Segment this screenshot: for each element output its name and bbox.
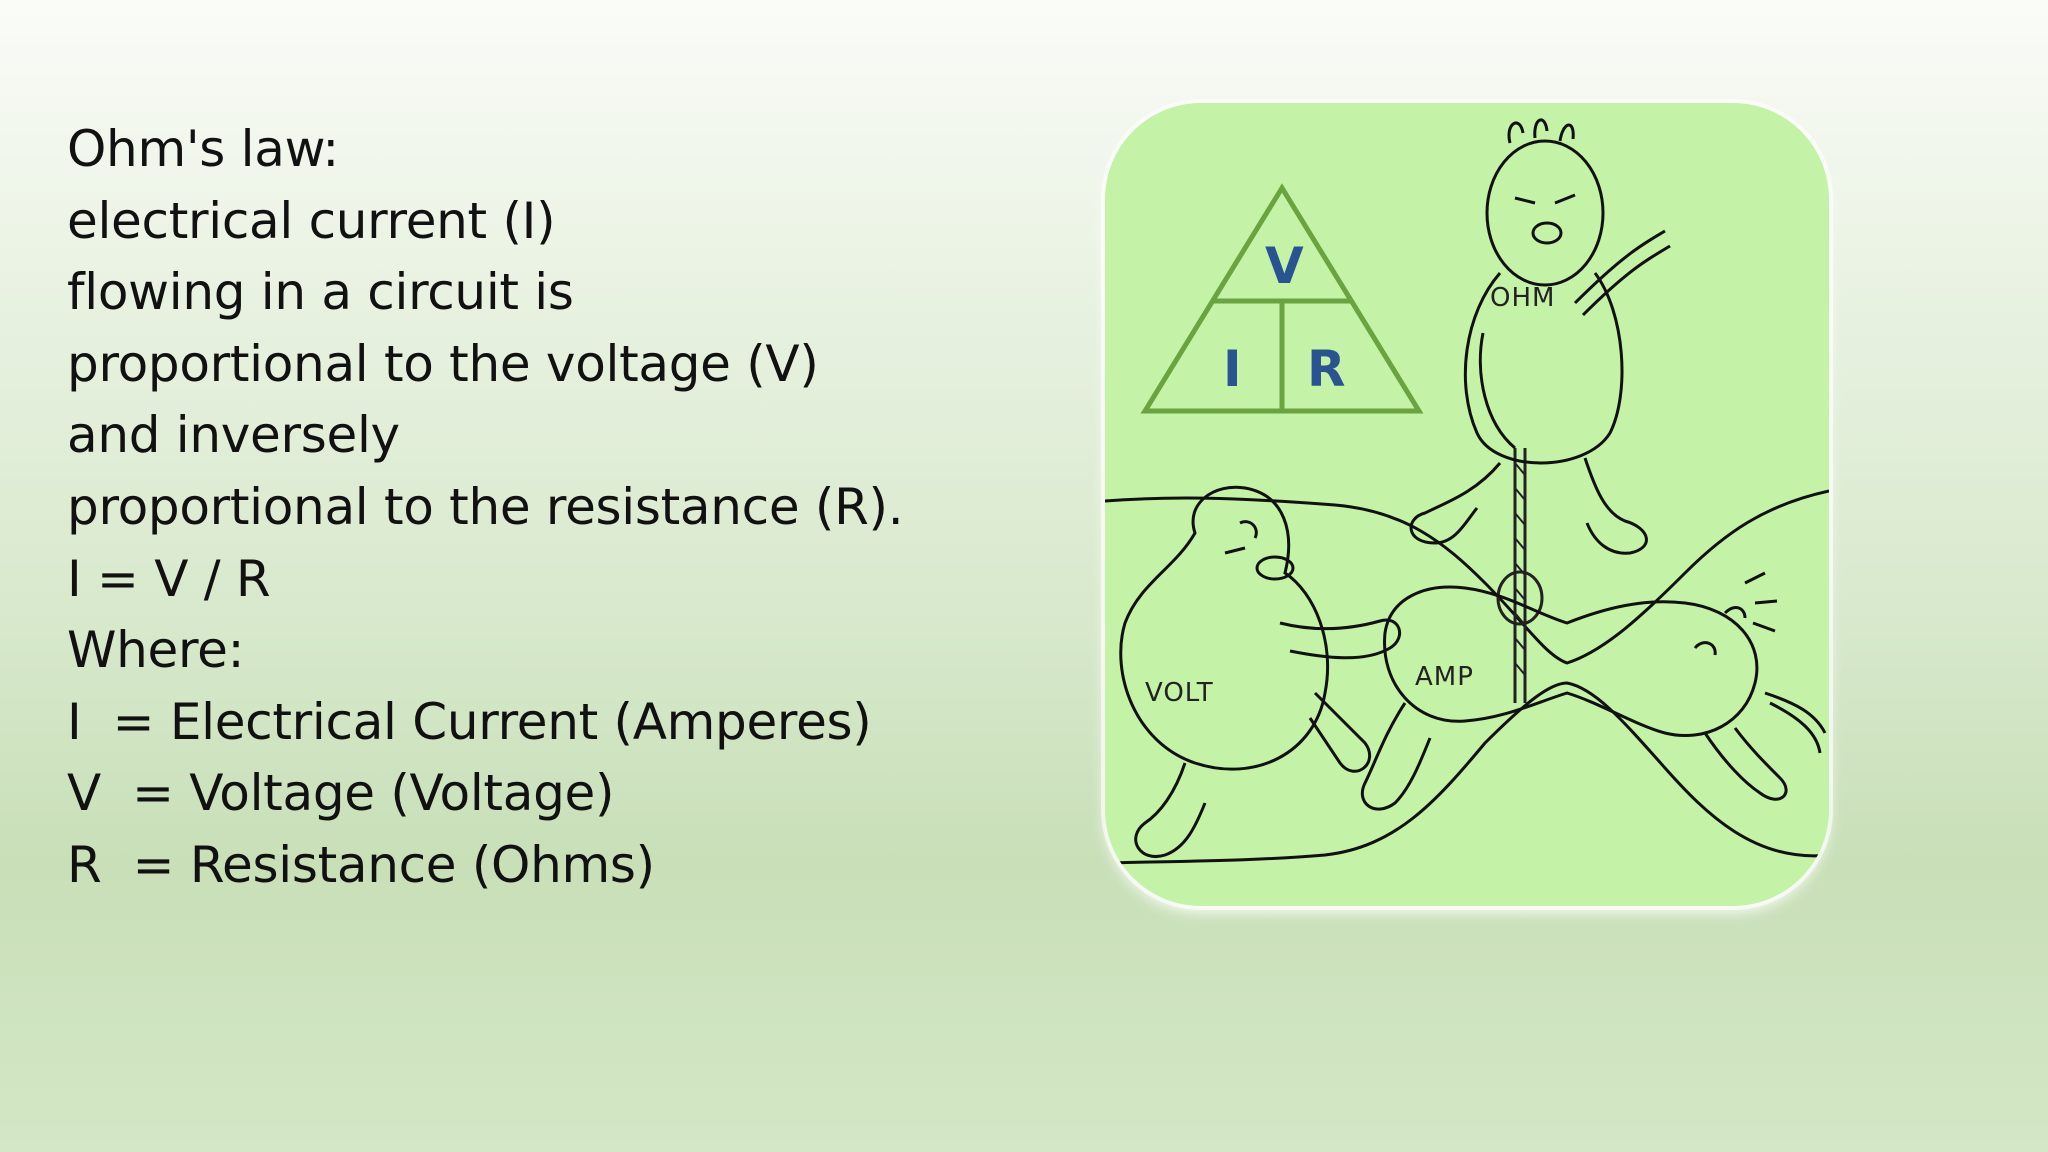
valley-outline (1105, 681, 1829, 865)
definition-resistance: R = Resistance (Ohms) (67, 835, 655, 894)
text-line: and inversely (67, 406, 400, 465)
text-line: Where: (67, 621, 245, 680)
amp-label: AMP (1415, 662, 1474, 692)
definition-current: I = Electrical Current (Amperes) (67, 692, 872, 751)
definition-voltage: V = Voltage (Voltage) (67, 764, 615, 823)
volt-character (1119, 485, 1401, 858)
formula-line: I = V / R (67, 549, 271, 608)
triangle-label-voltage: V (1265, 237, 1304, 295)
text-line-title: Ohm's law: (67, 120, 339, 178)
rope (1513, 448, 1527, 703)
text-line: electrical current (I) (67, 191, 556, 250)
text-line: flowing in a circuit is (67, 263, 574, 322)
triangle-label-resistance: R (1307, 340, 1346, 398)
ohms-law-text: Ohm's law: electrical current (I) flowin… (67, 114, 1067, 902)
triangle-label-current: I (1223, 340, 1242, 398)
rope-twist (1514, 462, 1526, 676)
cartoon-illustration: OHM VOLT AMP (1105, 118, 1829, 865)
volt-label: VOLT (1145, 678, 1214, 708)
text-line: proportional to the voltage (V) (67, 334, 819, 393)
text-line: proportional to the resistance (R). (67, 477, 904, 536)
rope-knot (1496, 570, 1544, 626)
amp-character (1360, 571, 1827, 811)
ohms-triangle: V I R (1140, 183, 1424, 414)
ohms-law-cartoon: OHM VOLT AMP (1105, 103, 1829, 906)
hill-outline (1105, 489, 1829, 665)
ohm-character (1409, 118, 1671, 555)
ohm-label: OHM (1490, 283, 1555, 313)
